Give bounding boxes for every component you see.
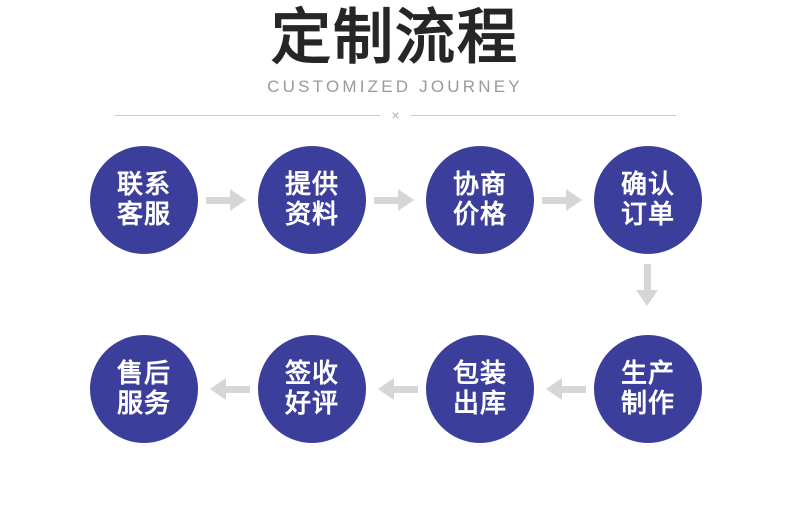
arrow-shaft — [644, 264, 651, 292]
flow-node-negotiate-price: 协商 价格 — [426, 146, 534, 254]
arrow-shaft — [392, 386, 418, 393]
flow-node-packaging-shipping: 包装 出库 — [426, 335, 534, 443]
arrow-head — [636, 290, 658, 306]
arrow-shaft — [560, 386, 586, 393]
arrow-left-icon — [374, 376, 418, 402]
flow-diagram: 联系 客服 提供 资料 协商 价格 确认 订单 — [0, 140, 790, 470]
flow-node-label-line1: 包装 — [452, 359, 507, 389]
arrow-left-icon — [542, 376, 586, 402]
flow-node-label-line1: 生产 — [620, 359, 675, 389]
flow-node-label-line2: 制作 — [620, 389, 675, 419]
flow-node-label-line1: 联系 — [116, 170, 171, 200]
flow-node-label-line2: 订单 — [620, 200, 675, 230]
divider-cross-icon: × — [391, 107, 400, 123]
arrow-head — [566, 189, 582, 211]
flow-node-label-line1: 提供 — [284, 170, 339, 200]
arrow-head — [546, 378, 562, 400]
arrow-head — [210, 378, 226, 400]
arrow-head — [230, 189, 246, 211]
flow-node-production: 生产 制作 — [594, 335, 702, 443]
flow-node-confirm-order: 确认 订单 — [594, 146, 702, 254]
arrow-shaft — [206, 197, 232, 204]
flow-node-label-line1: 确认 — [620, 170, 675, 200]
title-divider: × — [115, 107, 676, 123]
flow-node-label-line2: 资料 — [284, 200, 339, 230]
flow-node-label-line1: 签收 — [284, 359, 339, 389]
arrow-head — [398, 189, 414, 211]
arrow-right-icon — [374, 187, 418, 213]
divider-line-right — [410, 114, 676, 116]
flow-node-label-line1: 协商 — [452, 170, 507, 200]
flow-node-provide-materials: 提供 资料 — [258, 146, 366, 254]
flow-node-label-line2: 服务 — [116, 389, 171, 419]
flow-node-label-line2: 好评 — [284, 389, 339, 419]
flow-node-sign-receipt-review: 签收 好评 — [258, 335, 366, 443]
arrow-right-icon — [206, 187, 250, 213]
arrow-head — [378, 378, 394, 400]
flow-node-label-line2: 出库 — [452, 389, 507, 419]
arrow-right-icon — [542, 187, 586, 213]
arrow-shaft — [224, 386, 250, 393]
flow-node-label-line2: 价格 — [452, 200, 507, 230]
header: 定制流程 CUSTOMIZED JOURNEY — [0, 0, 790, 97]
divider-line-left — [115, 114, 381, 116]
flow-node-after-sales-service: 售后 服务 — [90, 335, 198, 443]
arrow-down-icon — [635, 264, 661, 312]
arrow-shaft — [374, 197, 400, 204]
page-subtitle: CUSTOMIZED JOURNEY — [267, 77, 523, 96]
arrow-shaft — [542, 197, 568, 204]
flow-node-label-line1: 售后 — [116, 359, 171, 389]
page-title: 定制流程 — [271, 3, 519, 73]
flow-node-contact-support: 联系 客服 — [90, 146, 198, 254]
arrow-left-icon — [206, 376, 250, 402]
flow-node-label-line2: 客服 — [116, 200, 171, 230]
